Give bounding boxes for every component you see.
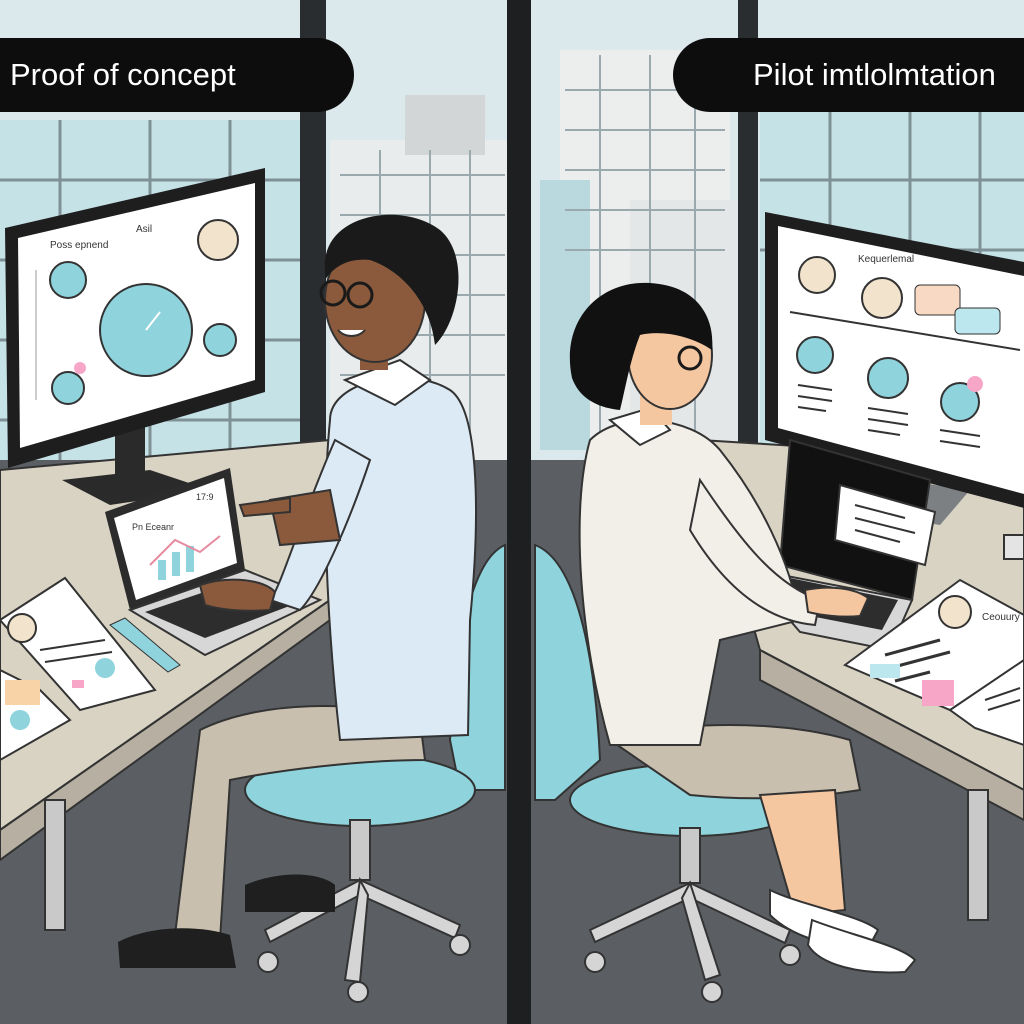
monitor-left-text-1: Poss epnend [50,240,108,251]
laptop-left-text-2: 17:9 [196,492,214,502]
paper-right-text-1: Ceouury [982,612,1020,623]
monitor-right-avatar-2 [861,277,903,319]
monitor-left-avatar [197,219,239,261]
desk-left [0,438,331,931]
monitor-right-text-1: Kequerlemal [858,254,914,265]
panel-label-left: Proof of concept [0,38,354,112]
monitor-right-avatar-1 [798,256,836,294]
desk-device-right [1003,534,1024,560]
person-right [569,282,917,974]
papers-right: Ceouury [843,578,1024,747]
chair-left [244,543,506,1003]
panel-label-right: Pilot imtlolmtation [673,38,1024,112]
laptop-left-text-1: Pn Eceanr [132,522,174,532]
monitor-left-text-2: Asil [136,224,152,235]
person-left [118,214,477,968]
papers-left [0,576,181,762]
center-divider [507,0,531,1024]
monitor-right: Kequerlemal [765,212,1024,525]
monitor-left: Poss epnend Asil [5,168,265,505]
